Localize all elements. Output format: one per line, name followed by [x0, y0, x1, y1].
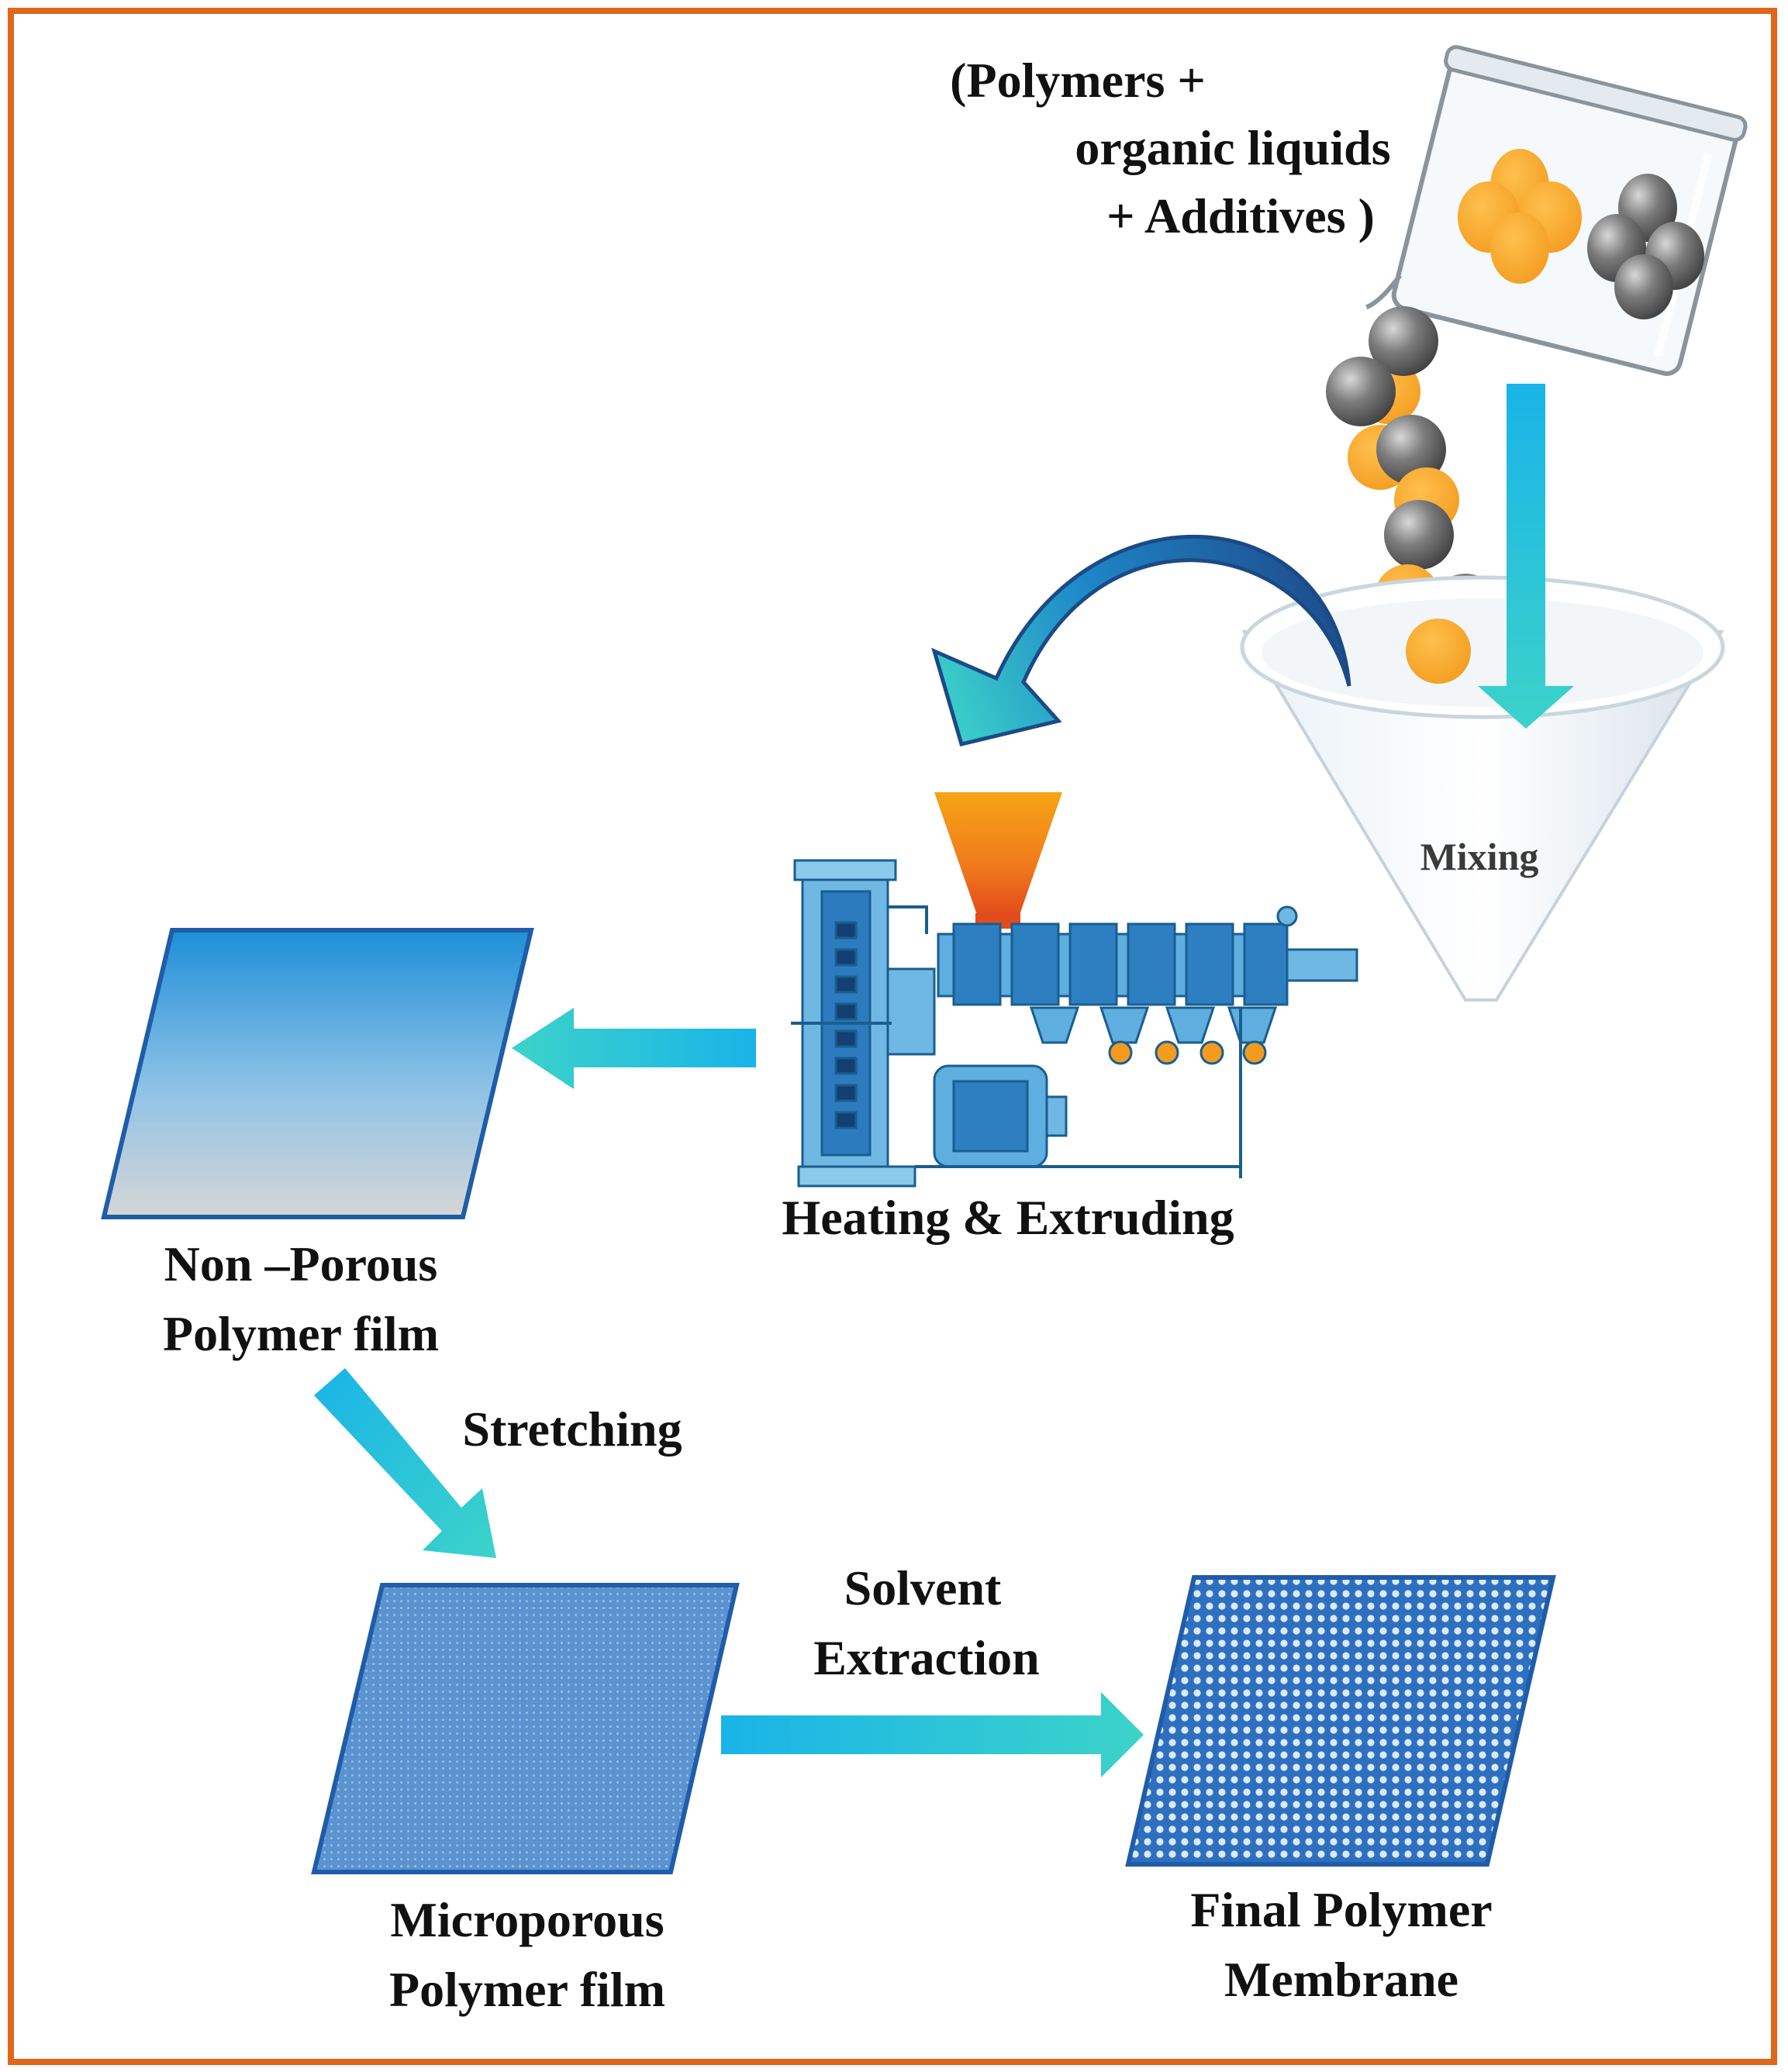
- solvent-label-line2: Extraction: [813, 1630, 1040, 1685]
- extruder-machine-icon: [791, 859, 1358, 1188]
- ingredients-label-line2: organic liquids: [1075, 120, 1390, 175]
- final-label-line2: Membrane: [1224, 1952, 1458, 2007]
- heating-extruding-label: Heating & Extruding: [782, 1190, 1234, 1245]
- arrow-down-to-funnel: [1478, 384, 1574, 729]
- final-label-line1: Final Polymer: [1190, 1882, 1492, 1937]
- ingredients-label-line1: (Polymers +: [950, 53, 1206, 108]
- orange-particle-cluster: [1458, 149, 1582, 284]
- hopper-icon: [934, 792, 1062, 915]
- arrow-curved-to-hopper: [931, 535, 1351, 746]
- nonporous-label-line2: Polymer film: [163, 1306, 439, 1361]
- arrow-stretching: [314, 1368, 496, 1558]
- microporous-film-shape: [311, 1583, 740, 1874]
- nonporous-label-line1: Non –Porous: [164, 1236, 438, 1291]
- microporous-label-line2: Polymer film: [389, 1962, 665, 2017]
- arrow-solvent-extraction: [721, 1692, 1144, 1777]
- gray-particle-cluster: [1587, 174, 1704, 319]
- final-membrane-shape: [1125, 1575, 1556, 1867]
- ingredients-label-line3: + Additives ): [1106, 188, 1375, 243]
- outer-frame: [8, 8, 1777, 2065]
- funnel-icon: [1240, 575, 1725, 1002]
- arrow-left-to-film: [512, 1008, 756, 1089]
- stretching-label: Stretching: [462, 1401, 682, 1457]
- microporous-label-line1: Microporous: [390, 1892, 664, 1947]
- nonporous-film-shape: [101, 928, 534, 1219]
- mixing-label: Mixing: [1420, 835, 1539, 878]
- solvent-label-line1: Solvent: [844, 1560, 1002, 1615]
